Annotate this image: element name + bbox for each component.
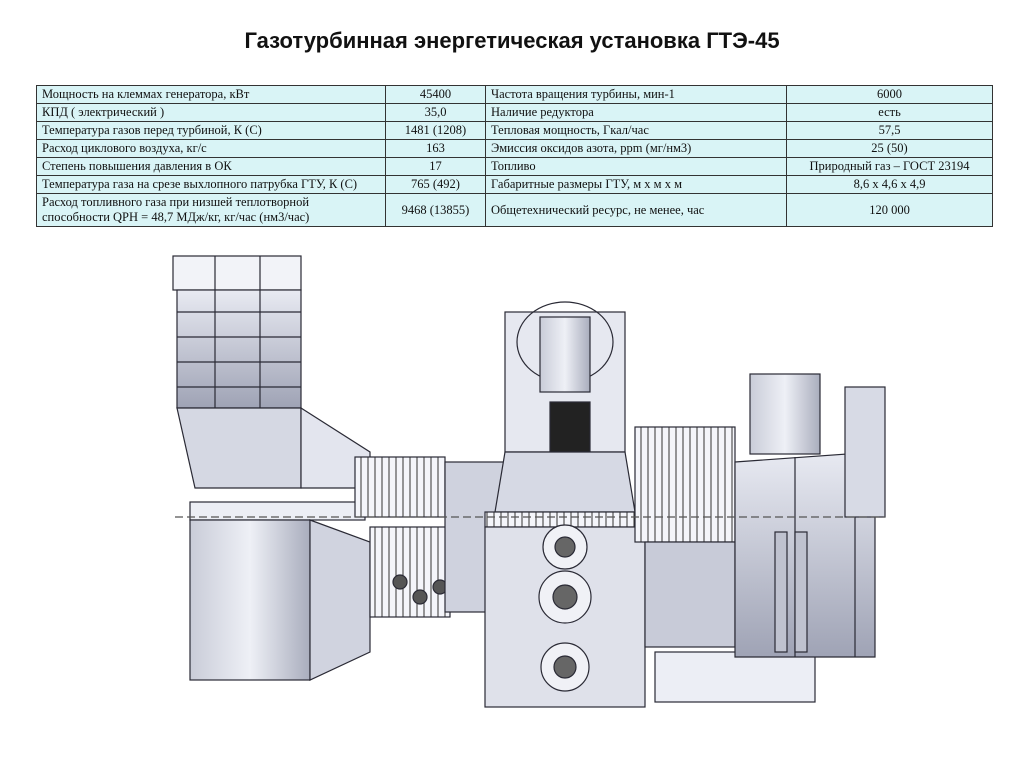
spec-value: 17 bbox=[385, 157, 486, 176]
spec-value: 9468 (13855) bbox=[385, 193, 486, 227]
spec-value: 57,5 bbox=[786, 121, 993, 140]
spec-label: Эмиссия оксидов азота, ppm (мг/нм3) bbox=[485, 139, 787, 158]
table-row: Температура газов перед турбиной, К (С) … bbox=[36, 121, 993, 140]
turbine-cross-section-drawing bbox=[172, 255, 886, 708]
spec-label: КПД ( электрический ) bbox=[36, 103, 386, 122]
spec-value: 6000 bbox=[786, 85, 993, 104]
spec-label: Общетехнический ресурс, не менее, час bbox=[485, 193, 787, 227]
page-title: Газотурбинная энергетическая установка Г… bbox=[244, 28, 780, 53]
gearbox bbox=[484, 524, 646, 708]
spec-value: 8,6 х 4,6 х 4,9 bbox=[786, 175, 993, 194]
spec-value: Природный газ – ГОСТ 23194 bbox=[786, 157, 993, 176]
spec-value: 35,0 bbox=[385, 103, 486, 122]
table-row: Расход топливного газа при низшей теплот… bbox=[36, 193, 993, 227]
spec-value: 45400 bbox=[385, 85, 486, 104]
spec-label: Топливо bbox=[485, 157, 787, 176]
spec-label: Температура газов перед турбиной, К (С) bbox=[36, 121, 386, 140]
spec-value: 1481 (1208) bbox=[385, 121, 486, 140]
spec-value: 163 bbox=[385, 139, 486, 158]
spec-label: Наличие редуктора bbox=[485, 103, 787, 122]
spec-label: Мощность на клеммах генератора, кВт bbox=[36, 85, 386, 104]
spec-label: Частота вращения турбины, мин-1 bbox=[485, 85, 787, 104]
spec-value: 765 (492) bbox=[385, 175, 486, 194]
spec-value: есть bbox=[786, 103, 993, 122]
combustion-chamber bbox=[484, 301, 646, 528]
spec-value: 25 (50) bbox=[786, 139, 993, 158]
exhaust bbox=[734, 373, 886, 658]
table-row: Расход циклового воздуха, кг/с 163 Эмисс… bbox=[36, 139, 993, 158]
table-row: Температура газа на срезе выхлопного пат… bbox=[36, 175, 993, 194]
spec-label: Расход топливного газа при низшей теплот… bbox=[36, 193, 386, 227]
spec-label: Степень повышения давления в ОК bbox=[36, 157, 386, 176]
spec-label: Габаритные размеры ГТУ, м х м х м bbox=[485, 175, 787, 194]
spec-label: Тепловая мощность, Гкал/час bbox=[485, 121, 787, 140]
table-row: КПД ( электрический ) 35,0 Наличие редук… bbox=[36, 103, 993, 122]
turbine-section bbox=[634, 426, 816, 703]
spec-label: Расход циклового воздуха, кг/с bbox=[36, 139, 386, 158]
table-row: Степень повышения давления в ОК 17 Топли… bbox=[36, 157, 993, 176]
table-row: Мощность на клеммах генератора, кВт 4540… bbox=[36, 85, 993, 104]
spec-label: Температура газа на срезе выхлопного пат… bbox=[36, 175, 386, 194]
specs-table: Мощность на клеммах генератора, кВт 4540… bbox=[36, 85, 993, 227]
compressor bbox=[189, 456, 516, 681]
spec-value: 120 000 bbox=[786, 193, 993, 227]
inlet-duct bbox=[172, 255, 371, 489]
